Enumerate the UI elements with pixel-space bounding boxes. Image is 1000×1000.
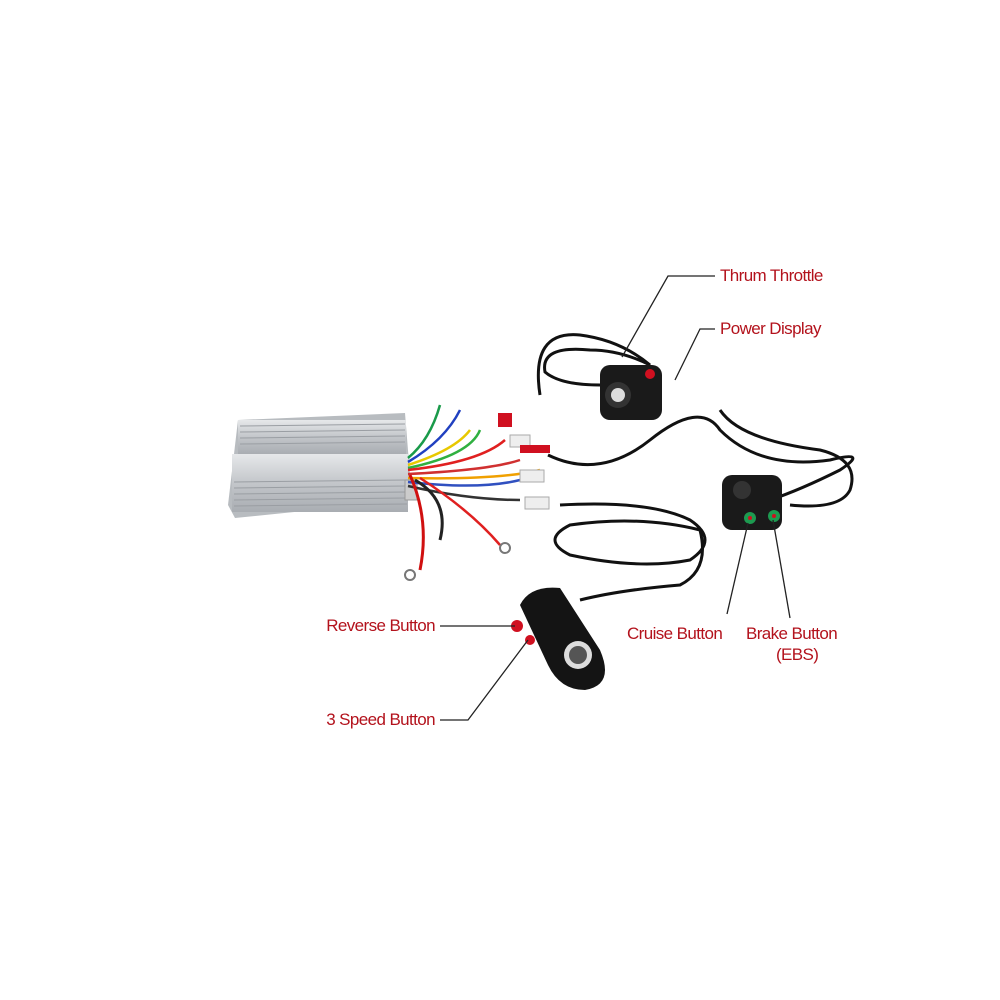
controller-wires: [407, 404, 541, 571]
ring-terminal: [404, 569, 416, 581]
label-thrum-throttle: Thrum Throttle: [720, 266, 823, 285]
connector: [519, 469, 545, 483]
leader-lines: [440, 275, 791, 721]
label-brake-button: Brake Button: [746, 624, 838, 643]
connector: [520, 445, 550, 453]
cables: [536, 333, 855, 602]
cruise-brake-switch: [722, 475, 782, 530]
label-reverse-button: Reverse Button: [326, 616, 435, 635]
label-3-speed-button: 3 Speed Button: [326, 710, 435, 729]
label-cruise-button: Cruise Button: [627, 624, 723, 643]
ring-terminal: [499, 542, 511, 554]
motor-controller: [228, 413, 418, 518]
label-brake-button-ebs: (EBS): [776, 645, 819, 664]
connector: [524, 496, 550, 510]
label-power-display: Power Display: [720, 319, 821, 338]
thumb-throttle: [600, 365, 662, 420]
reverse-speed-switch: [511, 587, 605, 690]
connector: [498, 413, 512, 427]
